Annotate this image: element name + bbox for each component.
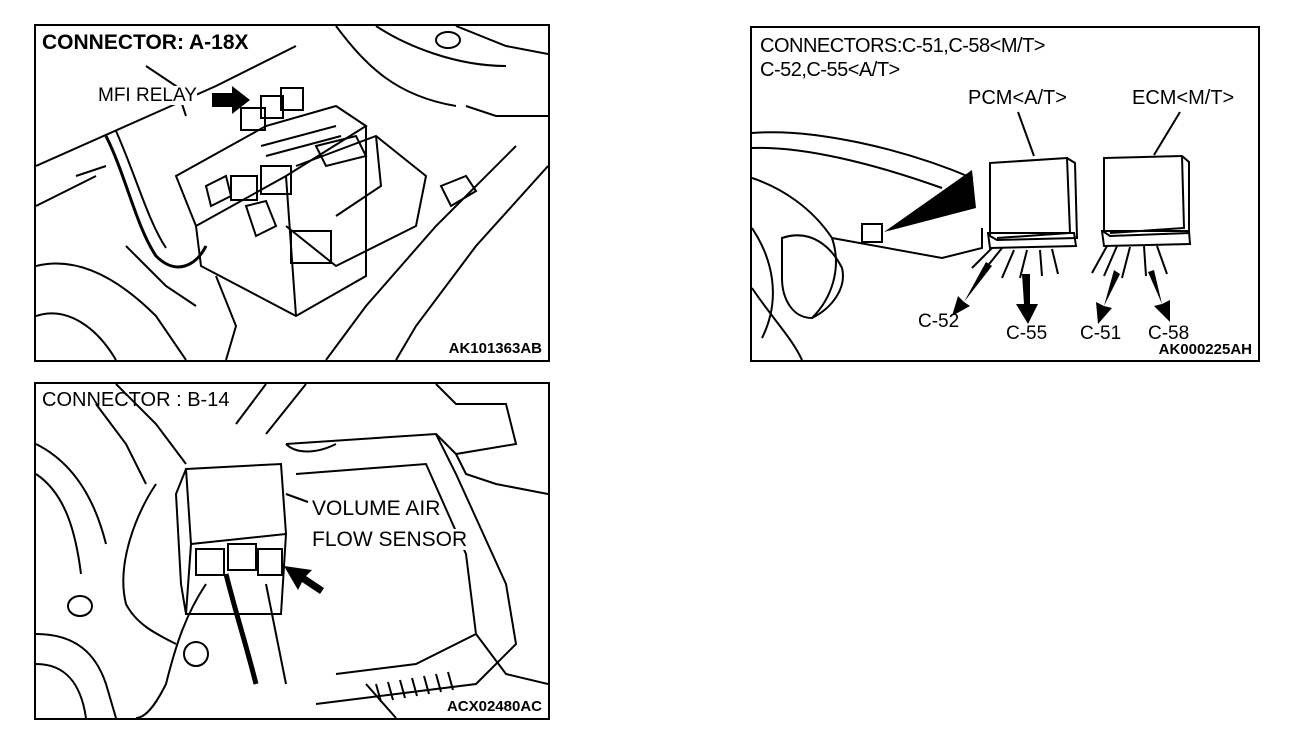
mfi-relay-callout: MFI RELAY xyxy=(98,85,197,106)
connector-ref-c58: C-58 xyxy=(1148,323,1190,344)
sensor-connector-arrow xyxy=(284,566,324,594)
panel-title: CONNECTOR : B-14 xyxy=(42,389,230,411)
c51-arrow xyxy=(1096,270,1120,324)
connector-ref-c52: C-52 xyxy=(918,311,960,332)
panel-title-line1: CONNECTORS:C-51,C-58<M/T> xyxy=(760,35,1045,57)
connectors-c51-c58-c52-c55-panel: CONNECTORS:C-51,C-58<M/T> C-52,C-55<A/T>… xyxy=(750,26,1260,362)
panel-title: CONNECTOR: A-18X xyxy=(42,31,249,54)
figure-code: ACX02480AC xyxy=(444,698,544,715)
ecm-label: ECM<M/T> xyxy=(1132,87,1235,109)
air-flow-sensor-illustration xyxy=(36,384,548,718)
pcm-label: PCM<A/T> xyxy=(968,87,1067,109)
c58-arrow xyxy=(1148,270,1170,322)
panel-title-line2: C-52,C-55<A/T> xyxy=(760,59,900,81)
connector-ref-c55: C-55 xyxy=(1006,323,1048,344)
c55-arrow xyxy=(1016,274,1038,324)
volume-air-flow-sensor-callout-line2: FLOW SENSOR xyxy=(312,528,468,551)
connector-a18x-panel: CONNECTOR: A-18X MFI RELAY AK101363AB xyxy=(34,24,550,362)
engine-bay-relay-illustration xyxy=(36,26,548,360)
figure-code: AK000225AH xyxy=(1156,341,1254,358)
volume-air-flow-sensor-callout-line1: VOLUME AIR xyxy=(312,497,441,520)
pcm-location-pointer xyxy=(884,170,976,232)
mfi-relay-arrow xyxy=(212,86,250,114)
pcm-ecm-illustration xyxy=(752,111,1192,360)
connector-b14-panel: CONNECTOR : B-14 VOLUME AIR FLOW SENSOR … xyxy=(34,382,550,720)
figure-code: AK101363AB xyxy=(446,340,544,357)
c52-arrow xyxy=(952,262,992,316)
connector-ref-c51: C-51 xyxy=(1080,323,1122,344)
